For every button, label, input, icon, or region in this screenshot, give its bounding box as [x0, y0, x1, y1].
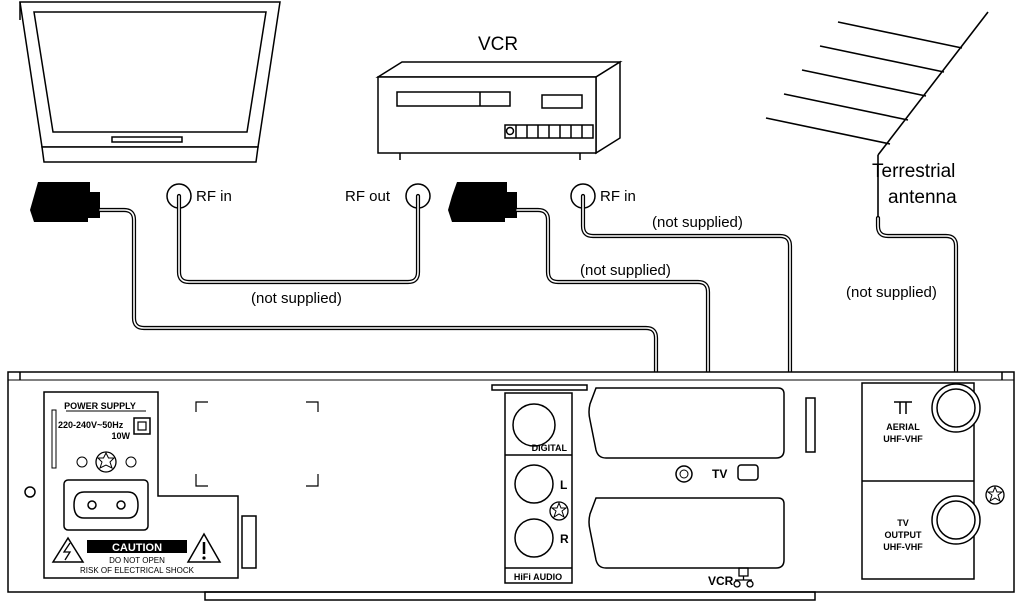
watt-label: 10W [111, 431, 130, 441]
hifi-audio-label: HiFi AUDIO [514, 572, 562, 582]
hifi-audio-block [491, 384, 588, 584]
rf-block [861, 382, 981, 580]
not-supplied-label-1: (not supplied) [251, 290, 342, 307]
vcr-title: VCR [478, 34, 518, 55]
scart-plug-icon [30, 182, 100, 222]
not-supplied-label-4: (not supplied) [846, 284, 937, 301]
vcr-icon [733, 567, 754, 588]
yagi-antenna-icon [765, 11, 989, 218]
audio-l-label: L [560, 478, 567, 492]
voltage-label: 220-240V~50Hz [58, 420, 124, 430]
scart-socket-vcr [588, 497, 785, 569]
caution-label: CAUTION [112, 542, 162, 554]
antenna-label: antenna [888, 187, 957, 208]
digital-label: DIGITAL [532, 443, 568, 453]
rf-out-tv-label: RF out [345, 188, 391, 205]
power-supply-label: POWER SUPPLY [64, 401, 136, 411]
warning-triangle-icon [51, 536, 85, 563]
rf-in-vcr-label: RF in [600, 188, 636, 205]
tv-scart-label: TV [712, 467, 727, 481]
rf-in-tv-label: RF in [196, 188, 232, 205]
power-supply-block: POWER SUPPLY 220-240V~50Hz 10W CAUTION [43, 391, 239, 579]
tv-set-icon [19, 1, 281, 163]
cables [97, 193, 959, 535]
scart-plug-icon [448, 182, 517, 222]
risk-label: RISK OF ELECTRICAL SHOCK [80, 566, 195, 575]
terrestrial-label: Terrestrial [872, 161, 955, 182]
aerial-label: AERIAL [886, 422, 920, 432]
screw-icon [95, 451, 117, 473]
not-supplied-label-3: (not supplied) [580, 262, 671, 279]
aerial-band-label: UHF-VHF [883, 434, 923, 444]
warning-triangle-icon [186, 532, 222, 563]
scart-socket-tv [588, 387, 785, 459]
do-not-open-label: DO NOT OPEN [109, 556, 165, 565]
tv-output-label-2: OUTPUT [885, 530, 923, 540]
screw-icon [549, 501, 569, 521]
vcr-device-icon [375, 60, 623, 160]
tv-output-label-1: TV [897, 518, 909, 528]
aerial-icon [894, 401, 912, 414]
screw-icon [985, 485, 1005, 505]
ground-terminal [675, 465, 693, 483]
tv-output-label-3: UHF-VHF [883, 542, 923, 552]
audio-r-label: R [560, 532, 569, 546]
vcr-scart-label: VCR [708, 574, 734, 588]
corner-marks [195, 401, 319, 487]
tv-icon [737, 464, 759, 481]
mains-socket-icon [63, 479, 149, 531]
not-supplied-label-2: (not supplied) [652, 214, 743, 231]
